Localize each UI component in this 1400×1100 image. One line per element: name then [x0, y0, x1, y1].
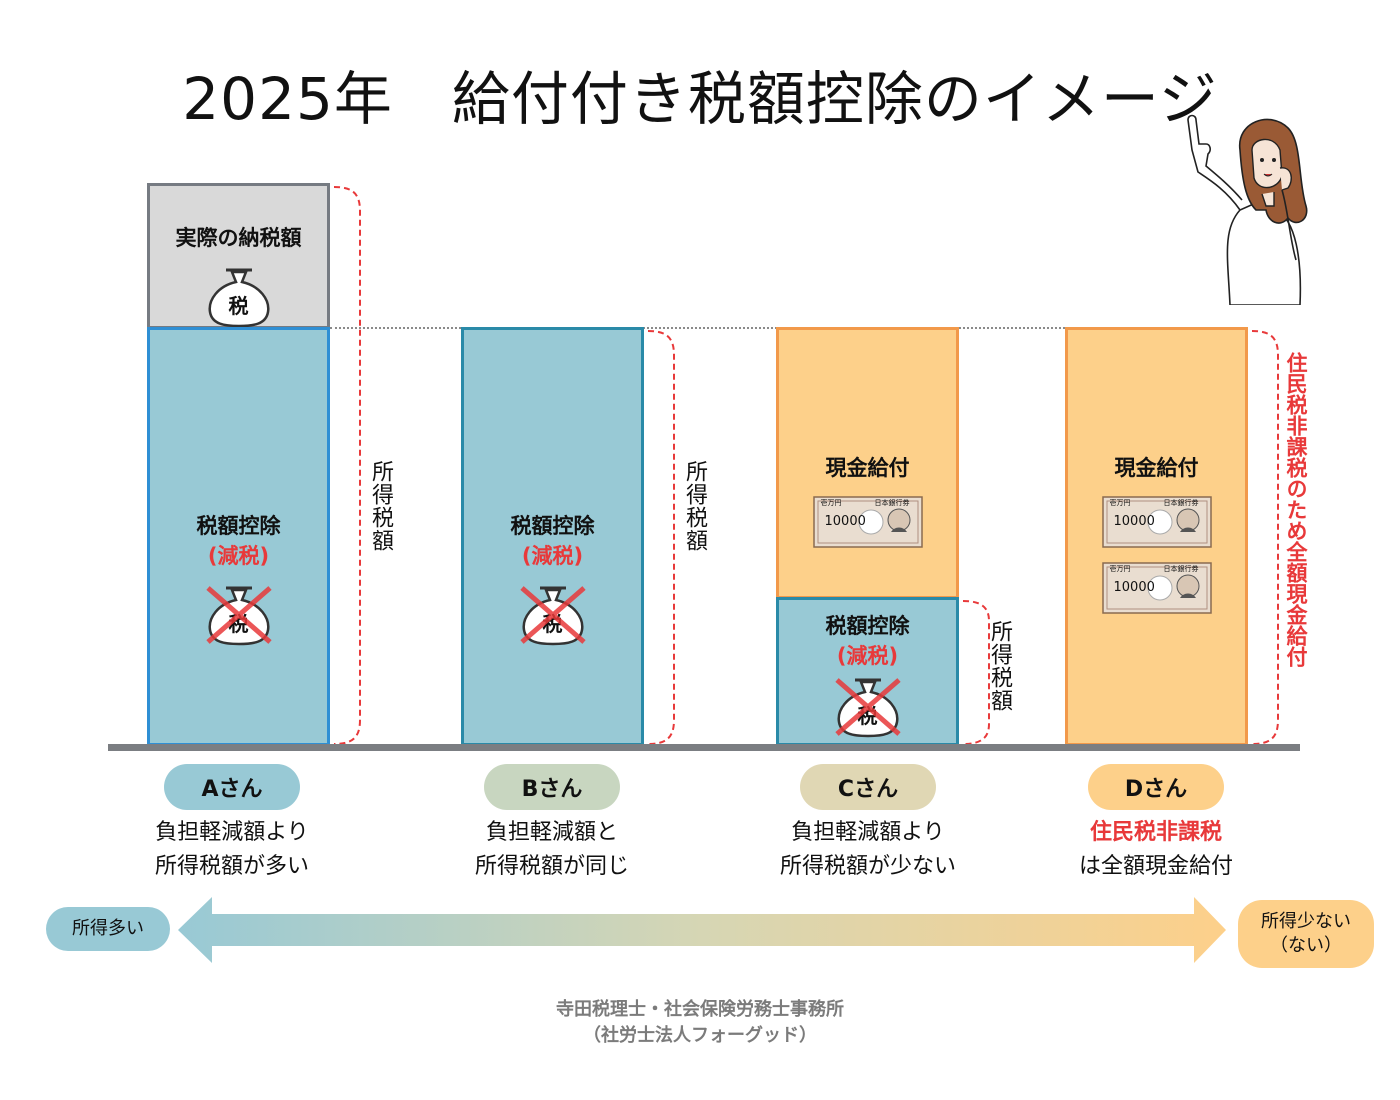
person-a-pill: Aさん — [164, 764, 300, 810]
bracket-a — [332, 183, 366, 748]
tax-credit-label: 税額控除 — [826, 610, 910, 640]
bracket-b-label: 所得税額 — [678, 460, 710, 552]
bracket-d-label: 住民税非課税のため全額現金給付 — [1281, 352, 1311, 667]
tax-credit-label: 税額控除 — [511, 510, 595, 540]
footer-office: 寺田税理士・社会保険労務士事務所 （社労士法人フォーグッド） — [0, 997, 1400, 1049]
tax-bag-icon: 税 — [204, 264, 274, 328]
person-b-pill: Bさん — [484, 764, 620, 810]
tax-bag-crossed-icon: 税 — [204, 582, 274, 646]
bar-c-cash-benefit: 現金給付 壱万円 日本銀行券 10000 — [776, 327, 959, 599]
ground-line — [108, 744, 1300, 751]
bar-a-actual-tax: 実際の納税額 税 — [147, 183, 330, 329]
actual-tax-label: 実際の納税額 — [176, 222, 302, 252]
income-low-label: 所得少ない（ない） — [1238, 900, 1374, 968]
income-high-label: 所得多い — [46, 907, 170, 951]
person-d-desc: 住民税非課税は全額現金給付 — [1036, 816, 1276, 884]
tax-reduction-label: (減税) — [837, 640, 898, 670]
person-c-pill: Cさん — [800, 764, 936, 810]
bar-c-tax-credit: 税額控除 (減税) 税 — [776, 597, 959, 746]
person-b-desc: 負担軽減額と所得税額が同じ — [432, 816, 672, 884]
person-d-pill: Dさん — [1088, 764, 1224, 810]
bracket-a-label: 所得税額 — [364, 460, 396, 552]
cash-benefit-label: 現金給付 — [826, 452, 910, 482]
tax-reduction-label: (減税) — [208, 540, 269, 570]
tax-bag-crossed-icon: 税 — [833, 674, 903, 738]
bracket-c-label: 所得税額 — [983, 620, 1015, 712]
income-gradient-arrow — [178, 895, 1228, 965]
cash-benefit-label: 現金給付 — [1115, 452, 1199, 482]
bar-b-tax-credit: 税額控除 (減税) 税 — [461, 327, 644, 746]
bracket-b — [646, 327, 680, 748]
banknote-icon: 壱万円 日本銀行券 10000 — [1102, 496, 1212, 548]
woman-illustration — [1170, 110, 1340, 305]
bar-a-tax-credit: 税額控除 (減税) 税 — [147, 327, 330, 746]
banknote-icon: 壱万円 日本銀行券 10000 — [813, 496, 923, 548]
tax-reduction-label: (減税) — [522, 540, 583, 570]
person-a-desc: 負担軽減額より所得税額が多い — [112, 816, 352, 884]
bar-d-cash-benefit: 現金給付 壱万円 日本銀行券 10000 壱万円 日本銀行券 10000 — [1065, 327, 1248, 746]
bracket-d — [1250, 327, 1284, 748]
tax-credit-label: 税額控除 — [197, 510, 281, 540]
tax-bag-crossed-icon: 税 — [518, 582, 588, 646]
person-c-desc: 負担軽減額より所得税額が少ない — [738, 816, 998, 884]
banknote-icon: 壱万円 日本銀行券 10000 — [1102, 562, 1212, 614]
